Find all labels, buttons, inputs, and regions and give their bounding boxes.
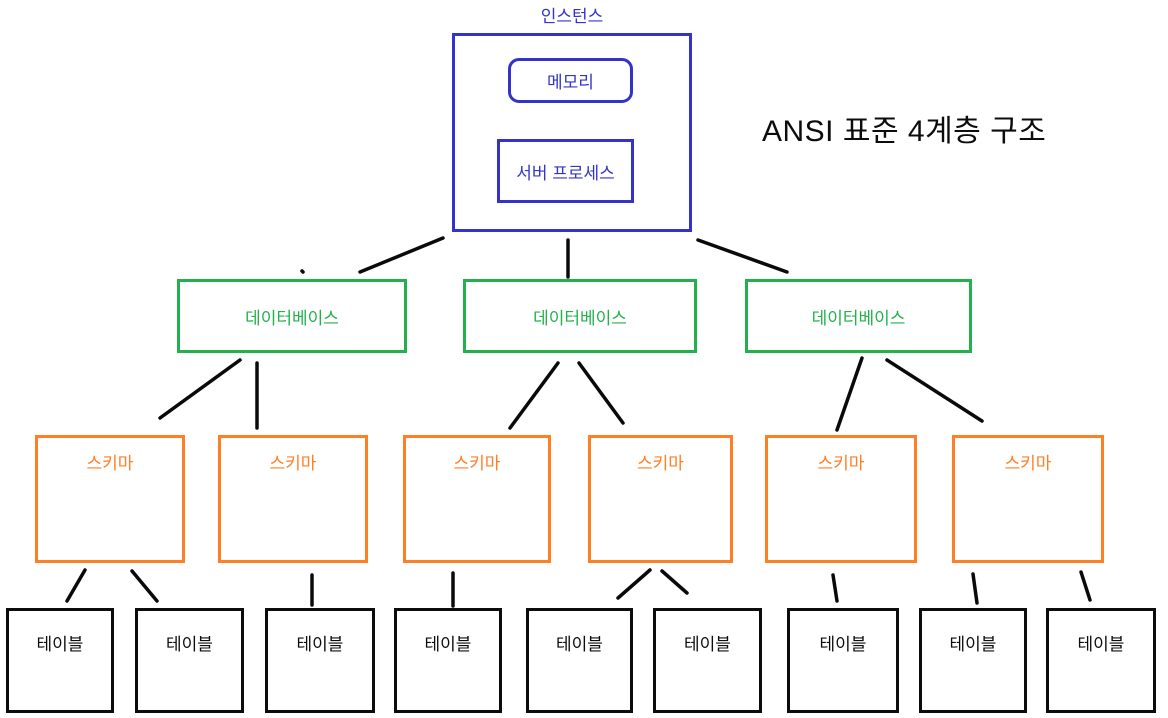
connector-line-schema-4-to-table-5 xyxy=(616,568,652,600)
table-box-9: 테이블 xyxy=(1046,608,1156,713)
connector-line-database-1-to-schema-1 xyxy=(158,358,242,420)
table-box-7: 테이블 xyxy=(787,608,899,713)
database-box-1: 데이터베이스 xyxy=(177,279,407,353)
connector-line-schema-5-to-table-7 xyxy=(831,573,839,603)
table-box-3: 테이블 xyxy=(265,608,375,713)
connector-line-database-2-to-schema-4 xyxy=(577,361,625,425)
connector-line-schema-4-to-table-6 xyxy=(660,569,689,595)
instance-label: 인스턴스 xyxy=(540,7,604,26)
table-box-2: 테이블 xyxy=(135,608,244,713)
table-box-5: 테이블 xyxy=(526,608,633,713)
schema-box-2: 스키마 xyxy=(218,435,368,563)
connector-line-schema-1-to-table-1 xyxy=(65,568,87,603)
connector-line-instance-to-database-3 xyxy=(696,238,789,274)
table-box-6: 테이블 xyxy=(653,608,762,713)
table-box-1: 테이블 xyxy=(6,608,114,713)
connector-line-schema-6-to-table-9 xyxy=(1079,570,1092,602)
connector-line-stray-dot-to-stray-dot xyxy=(300,269,305,274)
connector-line-schema-1-to-table-2 xyxy=(130,569,159,603)
schema-box-6: 스키마 xyxy=(952,435,1104,563)
memory-box: 메모리 xyxy=(508,58,633,103)
schema-box-3: 스키마 xyxy=(403,435,551,563)
connector-line-database-2-to-schema-3 xyxy=(508,361,560,430)
diagram-title: ANSI 표준 4계층 구조 xyxy=(762,115,1047,148)
connector-line-database-3-to-schema-6 xyxy=(885,358,984,423)
schema-box-5: 스키마 xyxy=(765,435,917,563)
server-process-box: 서버 프로세스 xyxy=(497,139,634,203)
connector-line-database-3-to-schema-5 xyxy=(835,356,864,432)
connector-line-schema-6-to-table-8 xyxy=(971,572,979,605)
table-box-8: 테이블 xyxy=(919,608,1027,713)
database-box-2: 데이터베이스 xyxy=(463,279,697,353)
connector-line-instance-to-database-1 xyxy=(358,236,445,274)
instance-box: 메모리 서버 프로세스 xyxy=(452,33,692,232)
schema-box-1: 스키마 xyxy=(35,435,185,563)
schema-box-4: 스키마 xyxy=(588,435,733,563)
database-box-3: 데이터베이스 xyxy=(745,279,972,353)
table-box-4: 테이블 xyxy=(394,608,502,713)
